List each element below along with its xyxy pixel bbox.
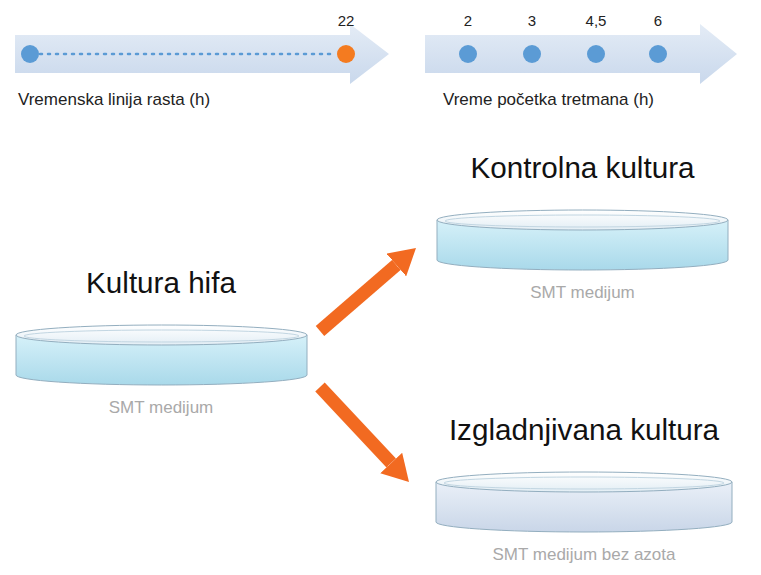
time-value: 6 (654, 12, 662, 29)
time-value: 22 (338, 12, 355, 29)
time-value: 4,5 (586, 12, 607, 29)
axis-caption: Vremenska linija rasta (h) (18, 90, 210, 110)
culture-heading: Izgladnjivana kultura (409, 412, 759, 448)
timeline-dot (337, 45, 355, 63)
medium-label: SMT medijum bez azota (409, 544, 759, 566)
petri-dish-node: Izgladnjivana kulturaSMT medijum bez azo… (409, 412, 759, 566)
petri-dish-node: Kultura hifaSMT medijum (2, 265, 320, 419)
process-arrow (320, 265, 396, 331)
petri-dish (435, 208, 730, 280)
dish-inner-rim (445, 215, 720, 227)
dish-rim (436, 472, 732, 492)
timeline-dot (459, 45, 477, 63)
culture-heading: Kultura hifa (2, 265, 320, 301)
timeline-band (15, 24, 389, 84)
dish-rim (16, 325, 307, 345)
petri-dish (14, 323, 309, 395)
time-value: 2 (464, 12, 472, 29)
timeline-dot (587, 45, 605, 63)
dish-inner-rim (444, 477, 724, 489)
timeline-dot (649, 45, 667, 63)
medium-label: SMT medijum (2, 397, 320, 419)
process-arrow (320, 387, 391, 463)
timeline-dot (21, 45, 39, 63)
timeline-dot (523, 45, 541, 63)
culture-heading: Kontrolna kultura (416, 150, 749, 186)
petri-dish-node: Kontrolna kulturaSMT medijum (416, 150, 749, 304)
medium-label: SMT medijum (416, 282, 749, 304)
axis-caption: Vreme početka tretmana (h) (443, 90, 654, 110)
petri-dish (434, 470, 734, 542)
timeline-band (425, 24, 737, 84)
dish-inner-rim (24, 330, 299, 342)
dish-rim (437, 210, 728, 230)
time-value: 3 (528, 12, 536, 29)
dotted-timeline (40, 53, 335, 56)
